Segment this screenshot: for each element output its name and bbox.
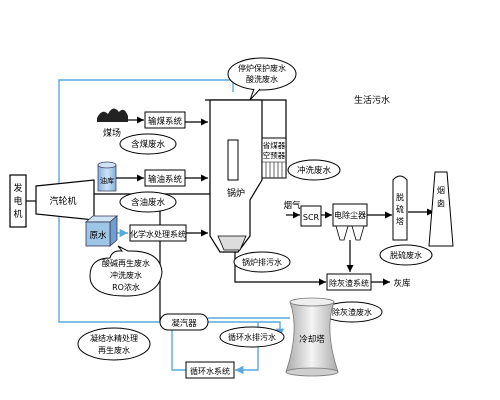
chem-system-label: 化学水处理系统 [130,229,186,239]
condensate-wastewater-line1: 凝结水精处理 [90,333,138,343]
oil-wastewater-bubble: 含油废水 [119,191,177,213]
raw-water-tank: 原水 [84,215,119,247]
ash-system-label: 除灰渣系统 [329,278,369,288]
desulf-tower-line3: 塔 [396,216,404,226]
oil-handling-system: 输油系统 [144,169,186,187]
scr-label: SCR [303,213,320,222]
cooling-drain-bubble: 循环水排污水 [219,326,285,348]
condenser: 凝汽器 [159,313,209,331]
circulating-water-system: 循环水系统 [185,361,235,379]
domestic-sewage-label: 生活污水 [354,94,390,106]
scr-reactor: SCR [300,205,322,227]
air-preheater: 省煤器 空预器 [261,137,287,179]
chem-wastewater-line1: 酸碱再生废水 [102,258,150,268]
chimney-line2: 囱 [437,198,445,208]
water-lines [58,79,290,375]
coal-system-label: 输煤系统 [148,116,183,127]
cooling-tower-label: 冷却塔 [299,334,325,345]
desulfurization-tower: 脱 硫 塔 [392,175,408,241]
condenser-label: 凝汽器 [171,318,197,329]
desulf-tower-line1: 脱 [396,192,404,202]
cooling-system-label: 循环水系统 [190,366,230,376]
oil-tank-label: 油库 [100,176,114,185]
coal-yard: 煤场 [97,108,128,139]
ash-yard-label: 灰库 [393,278,411,289]
ash-wastewater-label: 除灰渣废水 [332,307,372,317]
boiler-top-wastewater-line1: 停炉保护废水 [238,63,286,73]
ash-handling-system: 除灰渣系统 [326,273,372,291]
generator-label-3: 机 [13,208,22,220]
flush-wastewater-label: 冲洗废水 [297,165,332,176]
boiler-top-wastewater-bubble: 停炉保护废水 酸洗废水 [227,57,297,101]
chemical-water-treatment-system: 化学水处理系统 [129,224,187,242]
generator: 发 电 机 [9,174,27,228]
cooling-drain-label: 循环水排污水 [228,332,276,342]
oil-tank: 油库 [97,161,117,192]
coal-yard-label: 煤场 [103,127,121,139]
turbine-label: 汽轮机 [49,195,76,207]
boiler: 锅炉 [209,99,263,253]
chimney: 烟 囱 [428,171,454,247]
boiler-drain-bubble: 锅炉排污水 [233,251,291,273]
air-preheater-line1: 省煤器 [263,140,286,150]
desulf-tower-line2: 硫 [396,204,404,214]
chimney-line1: 烟 [437,186,445,195]
oil-system-label: 输油系统 [148,174,183,185]
chem-wastewater-bubble: 酸碱再生废水 冲洗废水 RO浓水 [89,245,163,297]
coal-wastewater-bubble: 含煤废水 [119,133,177,155]
cooling-tower: 冷却塔 [285,297,339,377]
boiler-label: 锅炉 [227,187,245,199]
generator-label-1: 发 [13,182,22,194]
condensate-wastewater-bubble: 凝结水精处理 再生废水 [77,327,151,361]
raw-water-label: 原水 [89,230,107,241]
desulf-wastewater-label: 脱硫废水 [390,250,422,260]
flush-wastewater-bubble: 冲洗废水 [287,159,341,181]
boiler-top-wastewater-line2: 酸洗废水 [246,74,278,84]
steam-turbine: 汽轮机 [35,179,95,221]
coal-handling-system: 输煤系统 [144,111,186,129]
air-preheater-line2: 空预器 [263,150,286,160]
coal-wastewater-label: 含煤废水 [131,139,166,150]
esp-label: 电除尘器 [334,210,366,220]
desulf-wastewater-bubble: 脱硫废水 [379,244,433,266]
boiler-drain-label: 锅炉排污水 [242,257,282,267]
chem-wastewater-line2: 冲洗废水 [110,270,142,280]
oil-wastewater-label: 含油废水 [131,197,166,208]
electrostatic-precipitator: 电除尘器 [332,203,368,241]
chem-wastewater-line3: RO浓水 [112,282,140,292]
flue-gas-label: 烟气 [283,200,301,211]
condensate-wastewater-line2: 再生废水 [98,345,130,355]
generator-label-2: 电 [13,195,22,207]
